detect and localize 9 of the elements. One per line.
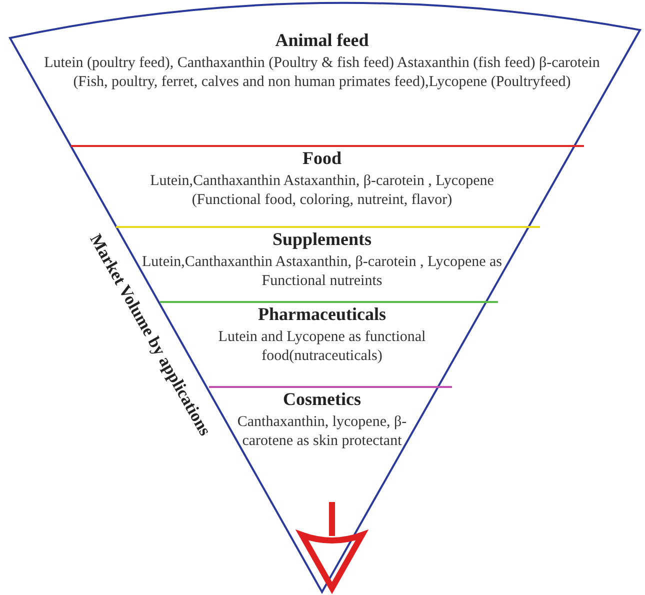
band-title: Cosmetics [283,389,361,410]
band-title: Animal feed [275,30,369,51]
band-text: Lutein,Canthaxanthin Astaxanthin, β-carotein , Lycopene as Functional nutreints [142,253,504,289]
band-text: Canthaxanthin, lycopene, β-carotene as skin protectant [236,413,408,451]
band-text: Lutein,Canthaxanthin Astaxanthin, β-carotein , Lycopene (Functional food, coloring, nutreint, flavor) [149,172,495,210]
band-title: Pharmaceuticals [258,304,386,325]
band-title: Food [302,148,342,169]
band-text: Lutein (poultry feed), Canthaxanthin (Poultry & fish feed) Astaxanthin (fish feed) β-carotein (Fish, poultry, ferret, calves and non human primates feed),Lycopene (Poultryfeed) [43,54,601,92]
band-title: Supplements [272,229,372,250]
